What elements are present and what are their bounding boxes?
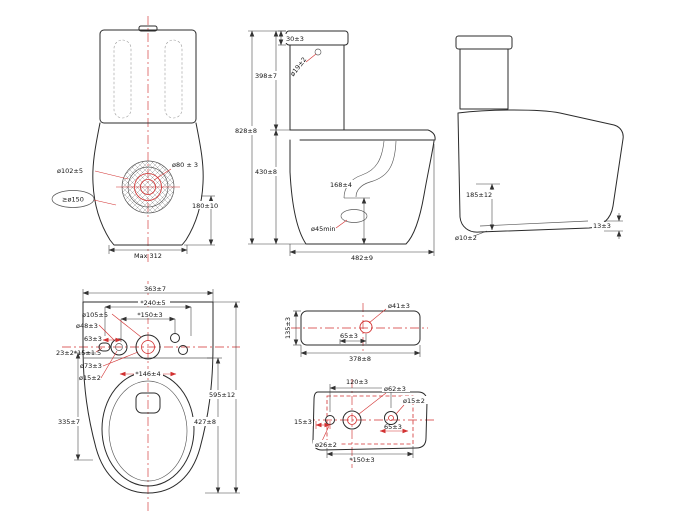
fixing-span-150-label: *150±3	[349, 456, 374, 464]
fixing-detail-view: 120±3 ø62±3 ø15±2 15±3 65±3 ø26±2 *150±3	[292, 378, 436, 468]
side-button-dia-group: ø19±2	[289, 56, 309, 78]
side-outline	[285, 30, 436, 245]
fixing-hole-dia-15-label: ø15±2	[403, 397, 425, 405]
front-outline	[92, 25, 204, 246]
cistern-plan-view: ø41±3 65±3 135±3 378±8	[284, 302, 428, 363]
side-button-dia-label: ø19±2	[289, 56, 309, 78]
side-total-depth-label: 482±9	[351, 254, 373, 262]
cistern-dimension-lines	[293, 308, 421, 357]
cistern-depth-group: 135±3	[284, 317, 292, 339]
plan-hole-dia-73-label: ø73±3	[80, 362, 102, 370]
plan-hole-cluster	[98, 333, 188, 360]
fixing-offset-15-label: 15±3	[294, 418, 312, 426]
fixing-span-120-label: 120±3	[346, 378, 368, 386]
plan-bolt-span-240-label: *240±5	[140, 299, 165, 307]
rear-outline	[455, 35, 624, 233]
rear-fixing-hole-dia-label: ø10±2	[455, 234, 477, 242]
cistern-offset-65-label: 65±3	[340, 332, 358, 340]
plan-view: 363±7 *240±5 *150±3 ø105±5 ø48±3 63±3 23…	[56, 281, 240, 514]
side-view: 30±3 ø19±2 828±8 398±7 430±8 168±4 ø45mi…	[233, 30, 436, 262]
side-outlet-min-dia-label: ø45min	[311, 225, 336, 233]
plan-hole-dia-48-label: ø48±3	[76, 322, 98, 330]
plan-span-146-label: *146±4	[135, 370, 160, 378]
front-rough-in-label: ≥ø150	[62, 196, 84, 204]
plan-side-length-label: 335±7	[58, 418, 80, 426]
rough-in-balloon	[51, 190, 95, 208]
side-outlet-center-height-label: 168±4	[330, 181, 352, 189]
plan-total-length-label: 595±12	[209, 391, 235, 399]
front-view: ø102±5 ø80 ± 3 ≥ø150 180±10 Max 312	[51, 16, 218, 262]
cistern-hole-dia-label: ø41±3	[388, 302, 410, 310]
front-base-width-label: Max 312	[134, 252, 162, 260]
side-bowl-height-label: 430±8	[255, 168, 277, 176]
cistern-width-label: 378±8	[349, 355, 371, 363]
side-upper-height-label: 398±7	[255, 72, 277, 80]
plan-hole-dia-15-label: ø15±2	[79, 374, 101, 382]
plan-outline	[82, 301, 214, 494]
rear-skirt-height-label: 185±12	[466, 191, 492, 199]
fixing-hole-dia-26-label: ø26±2	[315, 441, 337, 449]
cistern-depth-label: 135±3	[284, 317, 292, 339]
fixing-dimension-lines	[315, 384, 414, 458]
front-trap-circles	[116, 160, 180, 214]
cistern-outline	[300, 310, 421, 346]
front-outlet-height-label: 180±10	[192, 202, 218, 210]
plan-hole-dia-105-label: ø105±5	[82, 311, 108, 319]
side-total-height-label: 828±8	[235, 127, 257, 135]
rear-base-inset-label: 13±3	[593, 222, 611, 230]
plan-bowl-length-label: 427±8	[194, 418, 216, 426]
side-dimension-lines	[248, 30, 435, 256]
fixing-offset-65-label: 65±3	[384, 423, 402, 431]
fixing-hole-dia-62-label: ø62±3	[384, 385, 406, 393]
rear-view: 185±12 13±3 ø10±2	[455, 35, 624, 242]
side-lid-height-label: 30±3	[286, 35, 304, 43]
plan-bolt-span-150-label: *150±3	[137, 311, 162, 319]
rear-dimension-lines	[473, 183, 623, 239]
plan-offset-63-label: 63±3	[84, 335, 102, 343]
fixing-dashed-zone	[326, 395, 414, 445]
plan-top-width-label: 363±7	[144, 285, 166, 293]
front-outlet-dia-label: ø80 ± 3	[172, 161, 198, 169]
cistern-hole	[359, 320, 373, 334]
plan-slot-size-label: 23±2*15±1.5	[56, 349, 101, 357]
front-trap-dia-label: ø102±5	[57, 167, 83, 175]
